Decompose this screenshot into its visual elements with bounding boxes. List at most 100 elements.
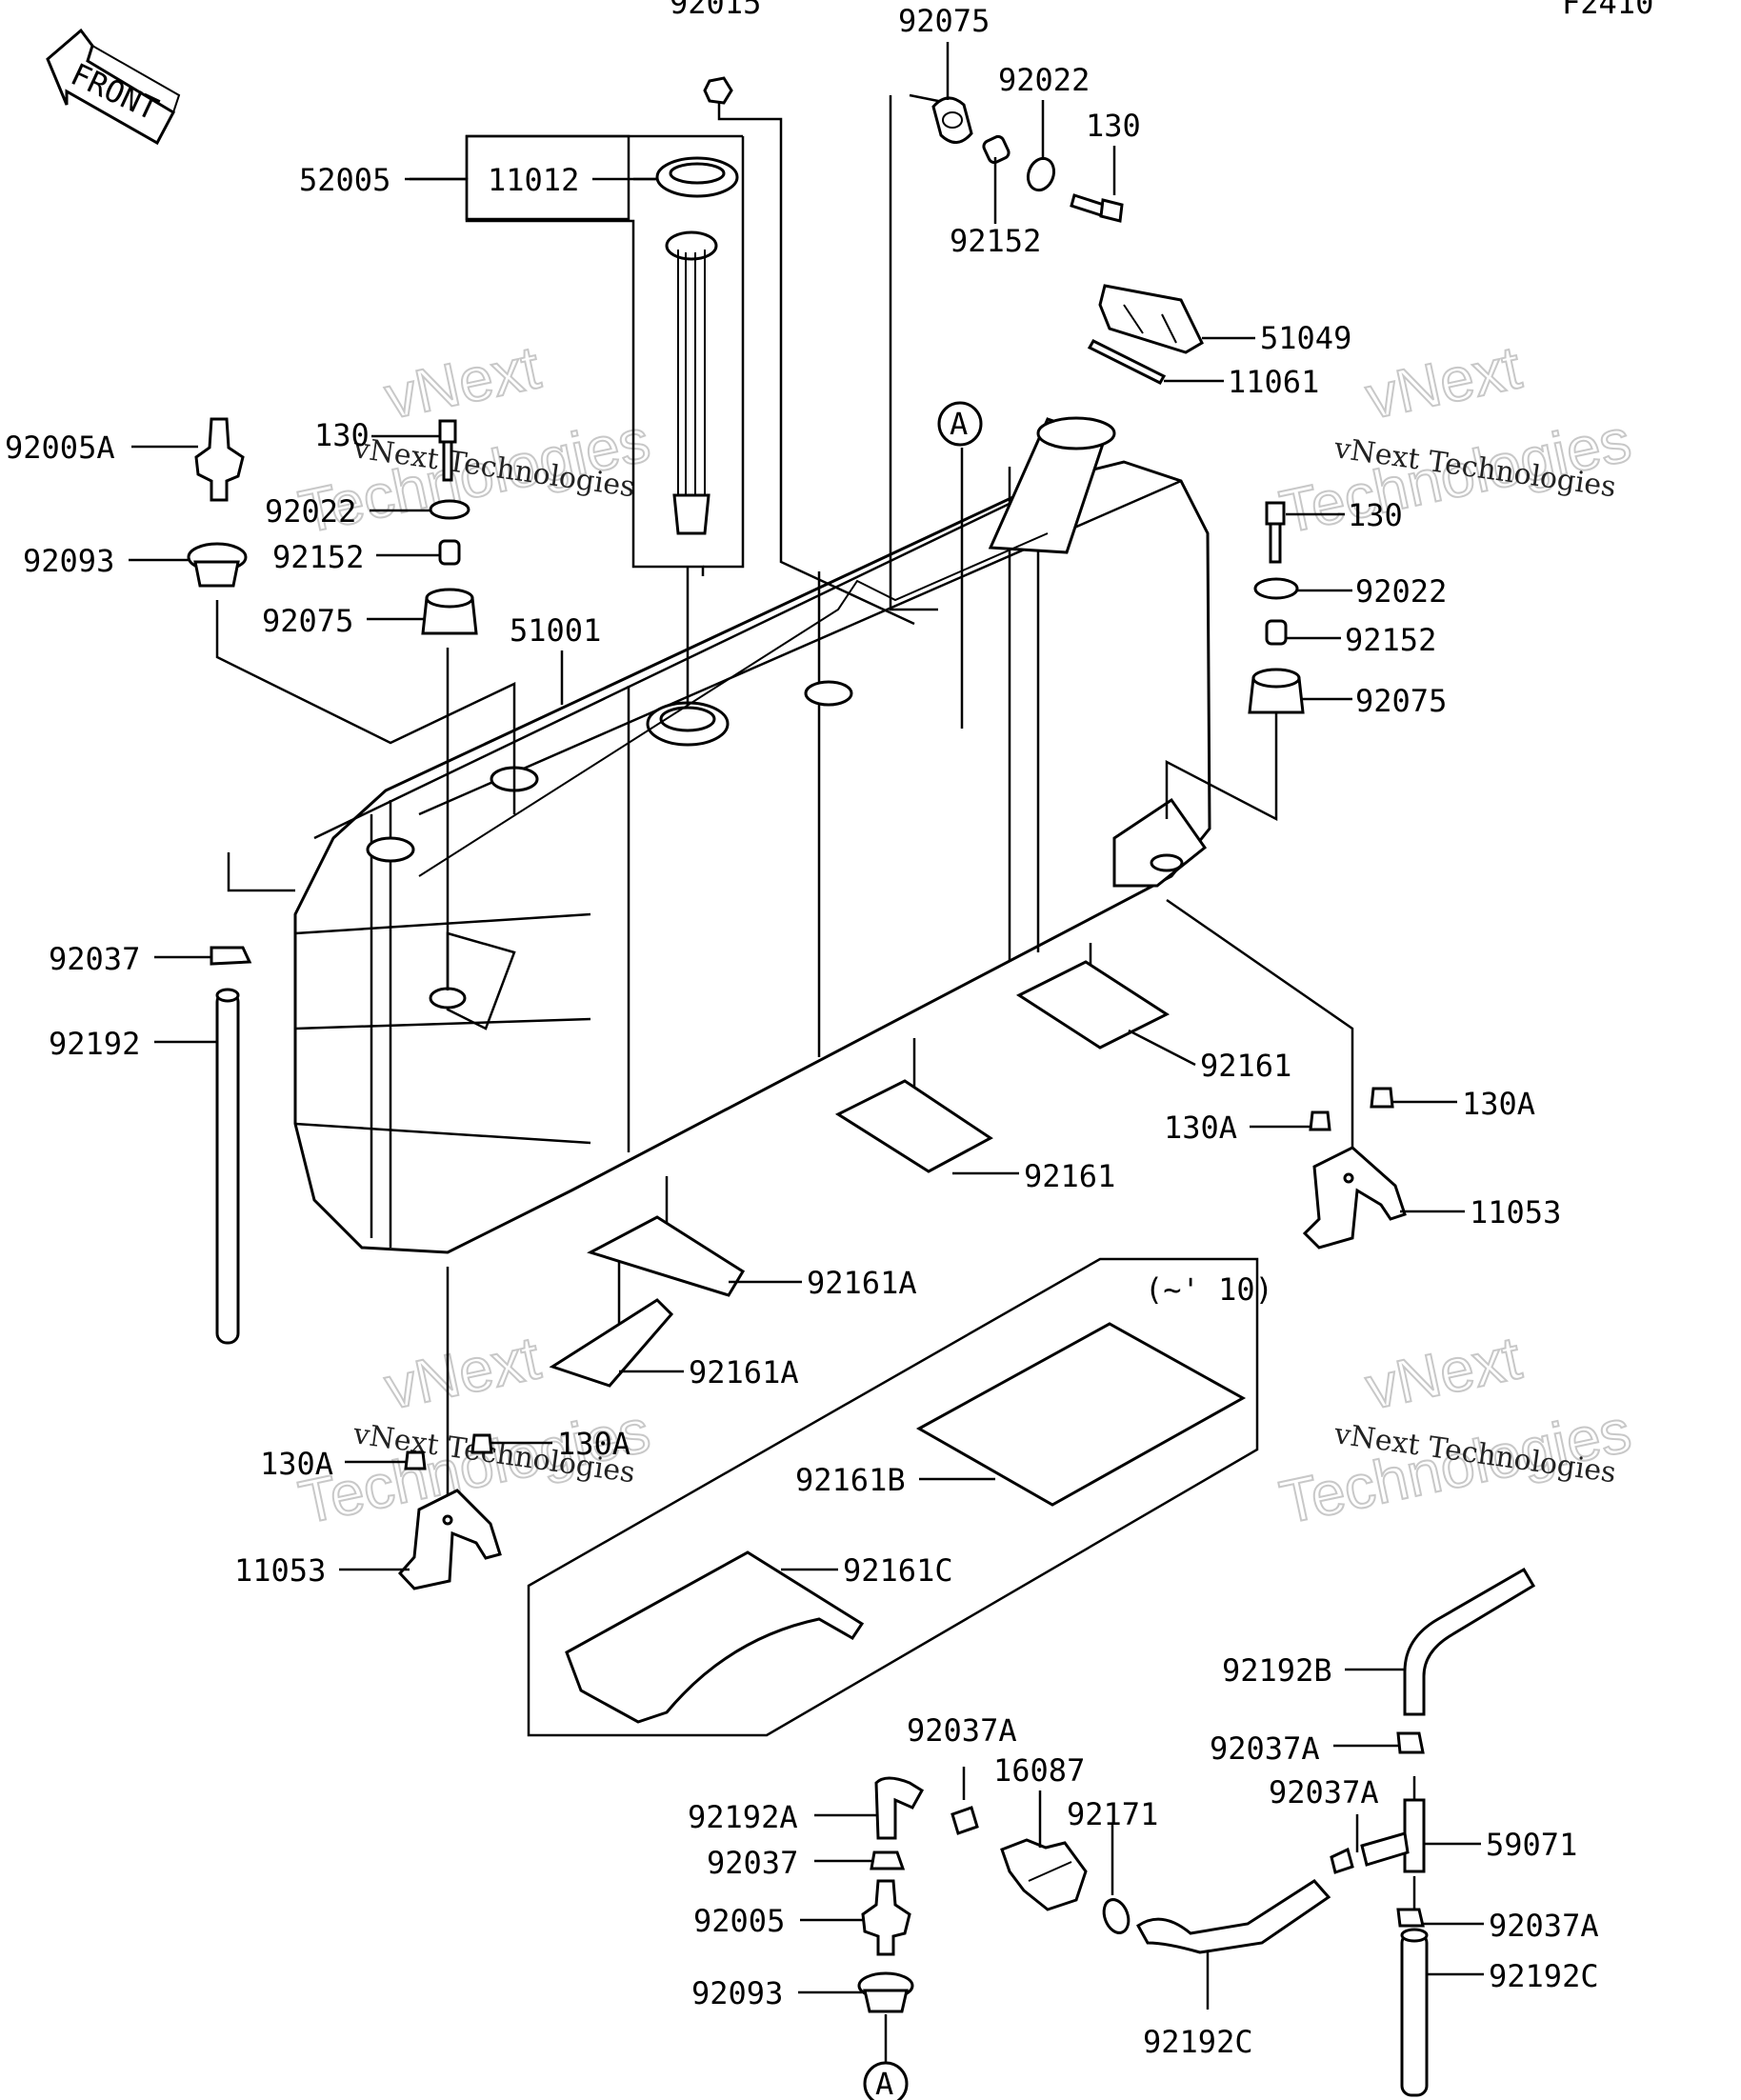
part-label-130A-r1: 130A <box>1164 1110 1237 1146</box>
part-label-130-top: 130 <box>1086 108 1141 144</box>
part-label-92192-left: 92192 <box>49 1026 140 1062</box>
fuel-tank-body <box>293 416 1211 1254</box>
part-label-92192C-1: 92192C <box>1489 1958 1599 1994</box>
part-label-130A-l1: 130A <box>260 1446 333 1482</box>
part-label-130-right: 130 <box>1348 497 1403 533</box>
clamp-92037-bottom-icon <box>870 1850 906 1870</box>
front-arrow-icon: FRONT <box>46 28 181 146</box>
collar-92152-top-icon <box>982 134 1011 165</box>
part-label-92161B: 92161B <box>795 1462 906 1498</box>
clamp-92171-icon <box>1102 1898 1131 1934</box>
clamp-92037A-1-icon <box>951 1806 979 1835</box>
part-label-92022-left: 92022 <box>265 493 356 530</box>
hose-92192C-bottom-icon <box>1136 1879 1331 1954</box>
bolt-130-right-icon <box>1265 501 1286 564</box>
grommet-92093-bottom-icon <box>857 1971 914 2013</box>
part-label-11053-right: 11053 <box>1470 1194 1561 1230</box>
valve-92005-icon <box>861 1879 911 1956</box>
part-label-11053-left: 11053 <box>234 1552 326 1589</box>
pad-92161A-2-icon <box>549 1298 674 1388</box>
part-label-51049: 51049 <box>1260 320 1351 356</box>
clamp-92037A-4-icon <box>1396 1908 1425 1928</box>
part-label-11061: 11061 <box>1228 364 1319 400</box>
clamp-92037A-2-icon <box>1396 1731 1425 1754</box>
cap-51049-icon <box>1098 284 1204 354</box>
variant-box <box>527 1257 1259 1737</box>
damper-92075-left-icon <box>421 588 478 635</box>
ref-marker-top: A <box>937 401 983 447</box>
bolt-130-left-icon <box>438 419 457 482</box>
part-label-59071: 59071 <box>1486 1827 1577 1863</box>
bolt-130A-l1-icon <box>404 1450 427 1470</box>
part-label-11012: 11012 <box>488 162 579 198</box>
pad-92161A-1-icon <box>587 1215 746 1297</box>
part-label-92161A-2: 92161A <box>689 1354 799 1390</box>
part-label-130A-l2: 130A <box>557 1426 630 1462</box>
clamp-92037-left-icon <box>210 946 252 966</box>
bolt-130A-l2-icon <box>470 1433 493 1454</box>
part-label-92192B: 92192B <box>1222 1652 1332 1689</box>
part-label-92192C-2: 92192C <box>1143 2024 1253 2060</box>
part-label-130A-r2: 130A <box>1462 1086 1535 1122</box>
watermark: vNext Technologies vNext Technologies vN… <box>292 331 1637 1537</box>
valve-92005A-icon <box>194 417 245 502</box>
part-label-130-left: 130 <box>314 417 370 453</box>
leader-lines <box>215 90 1354 1524</box>
clamp-92037A-3-icon <box>1330 1847 1354 1874</box>
part-label-92075-top: 92075 <box>898 3 990 39</box>
variant-note: (~' 10) <box>1145 1271 1273 1308</box>
grommet-92093-left-icon <box>187 542 248 588</box>
part-label-92005: 92005 <box>693 1903 785 1939</box>
part-label-92171: 92171 <box>1067 1796 1158 1832</box>
part-label-92037-bottom: 92037 <box>707 1845 798 1881</box>
part-label-92005A: 92005A <box>5 430 115 466</box>
washer-92022-left-icon <box>429 499 470 520</box>
part-label-92161-b: 92161 <box>1024 1158 1115 1194</box>
svg-text:vNext: vNext <box>379 1323 546 1422</box>
part-label-92037-left: 92037 <box>49 941 140 977</box>
fuel-filter-16087-icon <box>1000 1838 1088 1911</box>
svg-text:A: A <box>950 406 968 442</box>
part-label-92075-left: 92075 <box>262 603 353 639</box>
part-label-16087: 16087 <box>993 1752 1085 1789</box>
damper-92075-top-icon <box>931 96 973 144</box>
svg-text:vNext: vNext <box>1360 1323 1527 1422</box>
washer-92022-right-icon <box>1253 577 1299 600</box>
part-label-92093-bottom: 92093 <box>691 1975 783 2011</box>
bolt-130A-r1-icon <box>1309 1110 1331 1131</box>
ref-marker-bottom: A <box>863 2061 909 2100</box>
part-labels: 92015 92075 92022 130 92152 52005 11012 … <box>5 0 1599 2060</box>
part-label-92037A-4: 92037A <box>1489 1908 1599 1944</box>
part-label-92037A-3: 92037A <box>1269 1774 1379 1810</box>
part-label-92037A-1: 92037A <box>907 1712 1017 1749</box>
hose-92192-left-icon <box>215 988 240 1345</box>
cap-11012-icon <box>655 156 739 198</box>
part-label-92192A: 92192A <box>688 1799 798 1835</box>
part-label-52005: 52005 <box>299 162 390 198</box>
part-label-92161-a: 92161 <box>1200 1048 1291 1084</box>
part-label-92161A-1: 92161A <box>807 1265 917 1301</box>
hose-92192C-right-icon <box>1400 1928 1429 2097</box>
collar-92152-left-icon <box>438 539 461 566</box>
part-label-92152-top: 92152 <box>950 223 1041 259</box>
part-label-92022-top: 92022 <box>998 62 1090 98</box>
bottom-leader-lines <box>884 1767 1416 2062</box>
part-label-92015: 92015 <box>670 0 761 21</box>
part-label-92022-right: 92022 <box>1355 573 1447 610</box>
bolt-130A-r2-icon <box>1370 1087 1394 1109</box>
pad-92161-a-icon <box>1015 960 1171 1050</box>
joint-59071-icon <box>1360 1798 1426 1873</box>
svg-text:A: A <box>875 2066 893 2100</box>
part-label-92152-right: 92152 <box>1345 622 1436 658</box>
gasket-11061-icon <box>1087 339 1167 385</box>
hose-92192A-icon <box>874 1776 925 1840</box>
part-label-92152-left: 92152 <box>272 539 364 575</box>
figure-code: F2410 <box>1562 0 1653 21</box>
damper-92075-right-icon <box>1248 668 1305 714</box>
bolt-130-top-icon <box>1070 193 1124 223</box>
part-label-92093-left: 92093 <box>23 543 114 579</box>
pad-92161-b-icon <box>834 1079 993 1173</box>
svg-text:vNext: vNext <box>379 332 546 431</box>
nut-92015-icon <box>703 76 733 105</box>
